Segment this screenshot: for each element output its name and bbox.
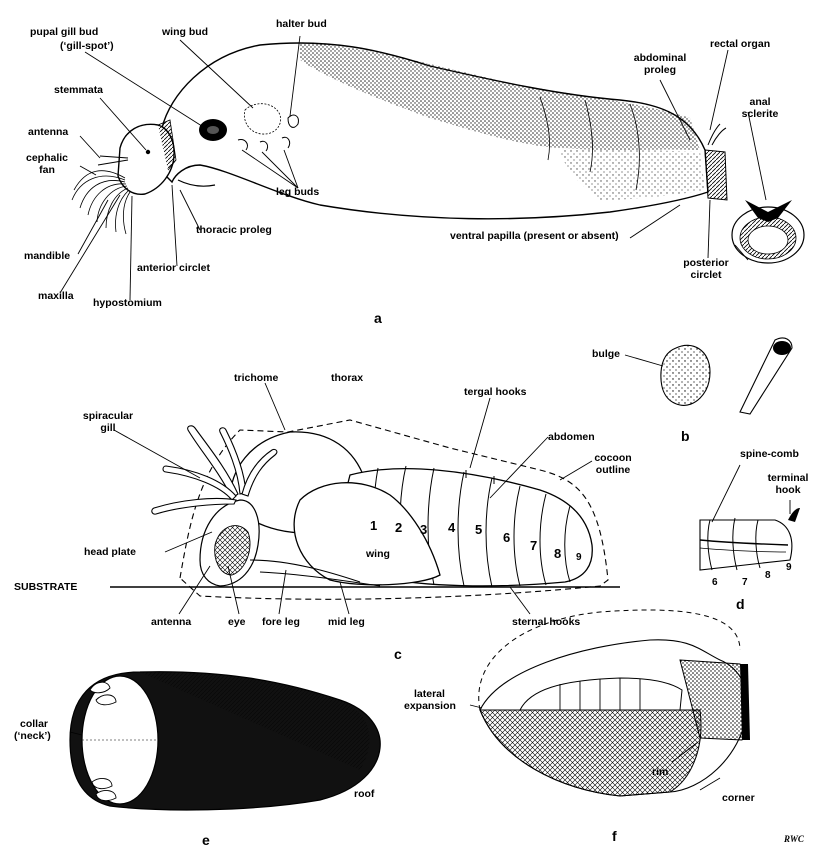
label-antenna-a: antenna — [28, 126, 68, 138]
panel-label-f: f — [612, 828, 617, 844]
label-cephalic-fan-2: fan — [22, 164, 72, 176]
panel-label-b: b — [681, 428, 690, 444]
label-bulge: bulge — [592, 348, 620, 360]
segment-number: 2 — [395, 520, 402, 535]
label-spiracular-gill-1: spiracular — [78, 410, 138, 422]
pupa-figure — [110, 420, 620, 599]
segment-number: 8 — [554, 546, 561, 561]
signature: RWC — [784, 834, 804, 844]
label-mid-leg: mid leg — [328, 616, 365, 628]
label-fore-leg: fore leg — [262, 616, 300, 628]
label-abdomen: abdomen — [548, 431, 595, 443]
larva-figure — [72, 42, 727, 234]
label-leg-buds: leg buds — [276, 186, 319, 198]
label-substrate: SUBSTRATE — [14, 581, 77, 593]
label-eye: eye — [228, 616, 246, 628]
label-anal-sclerite-2: sclerite — [733, 108, 787, 120]
segment-number: 7 — [530, 538, 537, 553]
thoracic-proleg — [178, 180, 215, 186]
segment-number-d: 8 — [765, 570, 771, 581]
label-lateral-expansion-2: expansion — [404, 700, 456, 712]
label-cephalic-fan-1: cephalic — [22, 152, 72, 164]
segment-number: 5 — [475, 522, 482, 537]
label-corner: corner — [722, 792, 755, 804]
label-hypostomium: hypostomium — [93, 297, 162, 309]
label-spiracular-gill-2: gill — [78, 422, 138, 434]
label-collar-1: collar — [20, 718, 48, 730]
cocoon-top-view — [70, 672, 380, 810]
label-abdominal-proleg-2: proleg — [630, 64, 690, 76]
label-anal-sclerite-1: anal — [740, 96, 780, 108]
label-gill-spot: (‘gill-spot’) — [60, 40, 114, 52]
label-halter-bud: halter bud — [276, 18, 327, 30]
label-spine-comb: spine-comb — [740, 448, 799, 460]
label-roof: roof — [354, 788, 374, 800]
panel-label-e: e — [202, 832, 210, 848]
segment-number: 9 — [576, 552, 582, 563]
label-terminal-hook-1: terminal — [764, 472, 812, 484]
segment-number-d: 6 — [712, 577, 718, 588]
segment-number: 3 — [420, 522, 427, 537]
label-terminal-hook-2: hook — [764, 484, 812, 496]
label-cocoon-outline-2: outline — [588, 464, 638, 476]
label-wing: wing — [366, 548, 390, 560]
label-rectal-organ: rectal organ — [710, 38, 770, 50]
posterior-circlet — [705, 150, 727, 200]
label-sternal-hooks: sternal hooks — [512, 616, 580, 628]
cocoon-side-view — [470, 610, 750, 796]
label-posterior-circlet-2: circlet — [676, 269, 736, 281]
bulge-figure — [625, 338, 792, 414]
label-mandible: mandible — [24, 250, 70, 262]
label-ventral-papilla: ventral papilla (present or absent) — [450, 230, 619, 242]
label-pupal-gill-bud: pupal gill bud — [30, 26, 98, 38]
label-rim: rim — [652, 766, 668, 778]
segment-number: 4 — [448, 520, 455, 535]
label-anterior-circlet: anterior circlet — [137, 262, 210, 274]
segment-number-d: 7 — [742, 577, 748, 588]
panel-label-d: d — [736, 596, 745, 612]
label-trichome: trichome — [234, 372, 278, 384]
label-collar-2: (‘neck’) — [14, 730, 51, 742]
segment-number: 6 — [503, 530, 510, 545]
label-thorax: thorax — [331, 372, 363, 384]
label-maxilla: maxilla — [38, 290, 74, 302]
segment-number: 1 — [370, 518, 377, 533]
label-antenna-c: antenna — [151, 616, 191, 628]
label-posterior-circlet-1: posterior — [676, 257, 736, 269]
segment-number-d: 9 — [786, 562, 792, 573]
label-thoracic-proleg: thoracic proleg — [196, 224, 272, 236]
panel-label-a: a — [374, 310, 382, 326]
label-head-plate: head plate — [84, 546, 136, 558]
label-wing-bud: wing bud — [162, 26, 208, 38]
label-tergal-hooks: tergal hooks — [464, 386, 526, 398]
label-lateral-expansion-1: lateral — [414, 688, 445, 700]
label-cocoon-outline-1: cocoon — [588, 452, 638, 464]
label-abdominal-proleg-1: abdominal — [630, 52, 690, 64]
panel-label-c: c — [394, 646, 402, 662]
label-stemmata: stemmata — [54, 84, 103, 96]
